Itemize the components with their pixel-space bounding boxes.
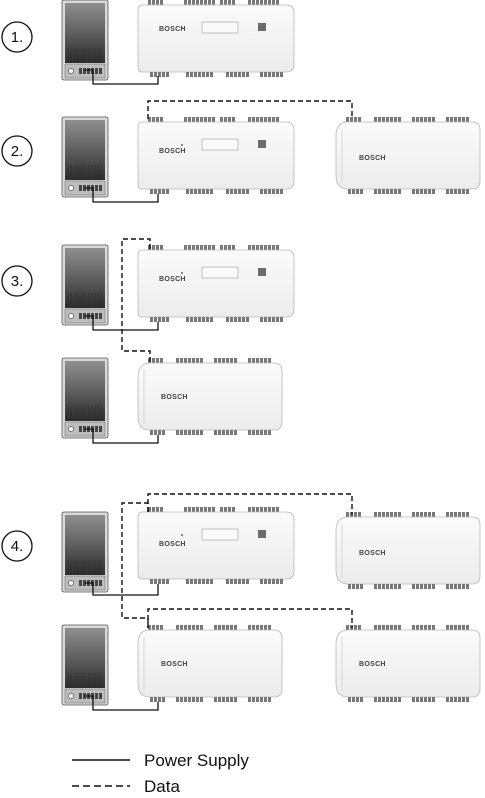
bosch-extension-module [335, 624, 481, 703]
step-1-number: 1. [11, 29, 24, 46]
step-2-badge [1, 135, 33, 167]
bosch-controller [137, 244, 295, 323]
legend: Power Supply Data [72, 751, 249, 796]
step-4-badge [1, 530, 33, 562]
data-line [147, 608, 353, 628]
device-brand-label: BOSCH [159, 26, 186, 33]
power-supply-unit [61, 357, 109, 439]
bosch-extension-module [137, 624, 283, 703]
device-brand-label: BOSCH [159, 148, 186, 155]
device-brand-label: BOSCH [359, 661, 386, 668]
bosch-extension-module [335, 511, 481, 590]
device-brand-label: BOSCH [159, 541, 186, 548]
step-3: 3. BOSCH BOSCH [1, 238, 295, 444]
step-3-number: 3. [11, 273, 24, 290]
power-line [85, 428, 159, 444]
legend-data-label: Data [144, 777, 180, 796]
device-brand-label: BOSCH [161, 394, 188, 401]
power-supply-unit [61, 116, 109, 198]
bosch-extension-module [335, 116, 481, 195]
data-line [121, 238, 151, 362]
power-line [85, 187, 159, 203]
device-brand-label: BOSCH [359, 550, 386, 557]
power-line [85, 315, 159, 331]
bosch-controller [137, 116, 295, 195]
device-brand-label: BOSCH [159, 276, 186, 283]
step-1: 1. BOSCH [1, 0, 295, 85]
power-line [85, 69, 159, 85]
step-1-badge [1, 21, 33, 53]
legend-power-label: Power Supply [144, 751, 249, 770]
step-2: 2. BOSCH BOSCH [1, 100, 481, 203]
step-4-number: 4. [11, 538, 24, 555]
step-4: 4. BOSCH BOSCH BOSCH BOSCH [1, 493, 481, 711]
power-line [85, 695, 159, 711]
bosch-controller [137, 0, 295, 78]
step-3-badge [1, 265, 33, 297]
power-line [85, 582, 159, 596]
device-brand-label: BOSCH [161, 661, 188, 668]
power-supply-unit [61, 624, 109, 706]
device-brand-label: BOSCH [359, 155, 386, 162]
data-line [147, 100, 353, 119]
power-supply-unit [61, 244, 109, 326]
step-2-number: 2. [11, 143, 24, 160]
power-supply-unit [61, 0, 109, 81]
power-supply-unit [61, 511, 109, 593]
bosch-extension-module [137, 357, 283, 436]
